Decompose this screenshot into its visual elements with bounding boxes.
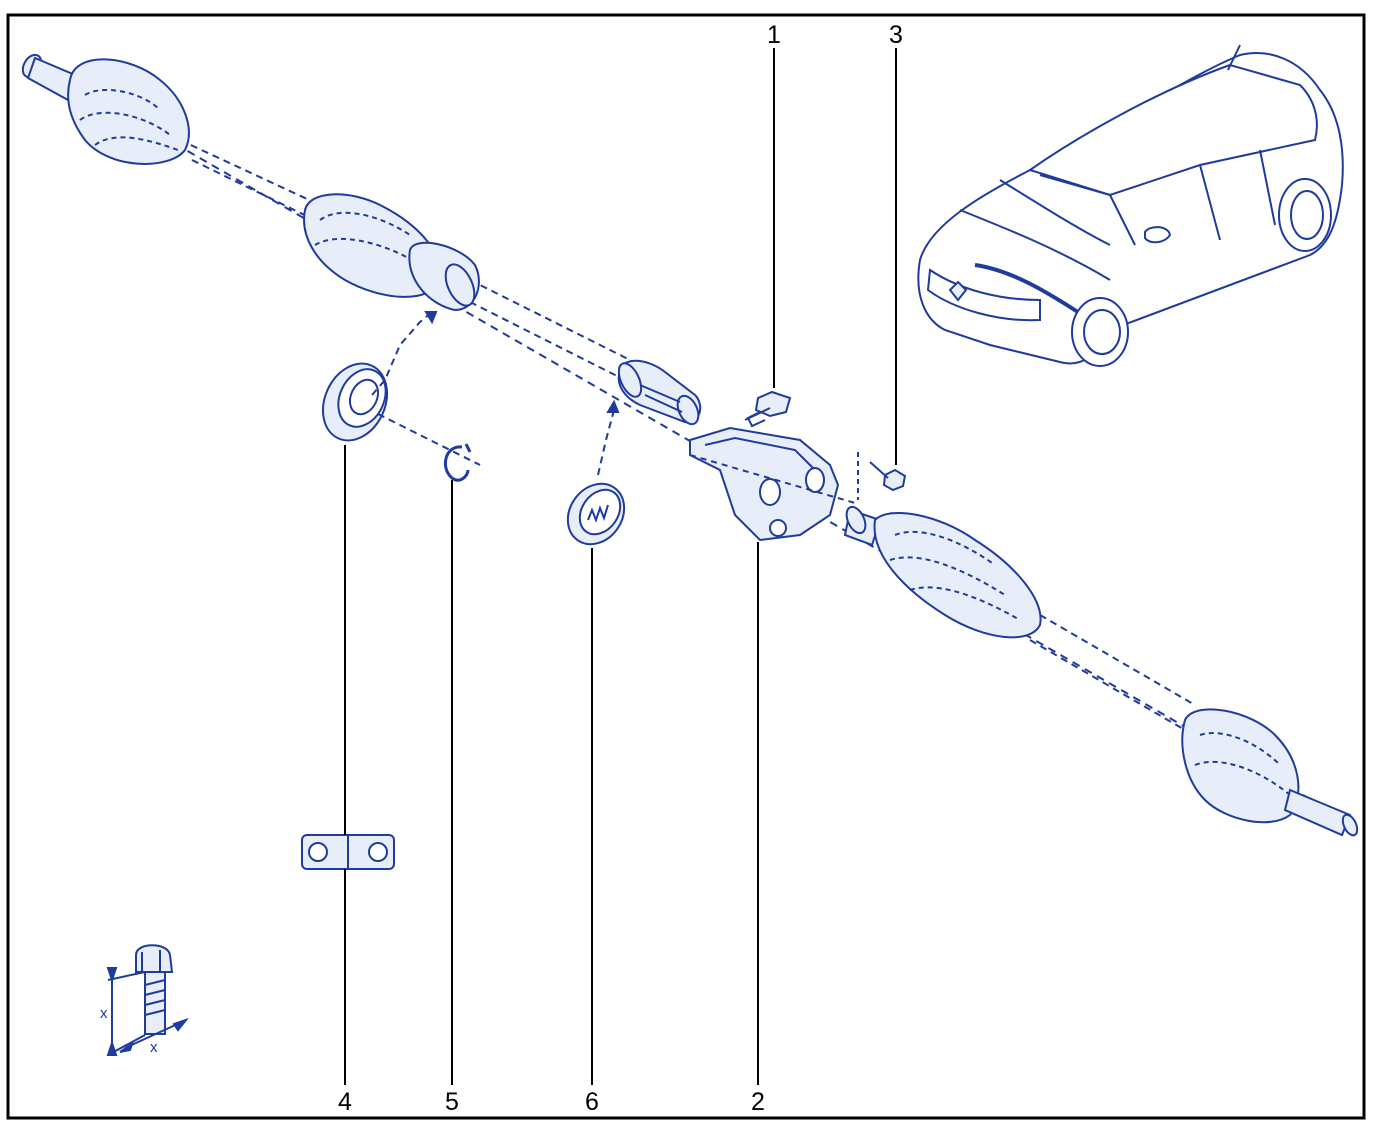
gear-ring-icon [566,399,626,546]
leader-lines [344,48,897,1085]
callout-3: 3 [889,21,903,49]
bolt-dim-vertical-label: x [100,1005,108,1022]
driveshaft-icon [21,53,1359,837]
car-icon [917,44,1344,367]
bolt-icon [744,390,792,428]
washer-plate-icon [301,834,395,870]
bolt-dimension-icon [106,944,189,1056]
bearing-icon [321,311,481,466]
bracket-icon [689,426,856,542]
callout-2: 2 [751,1088,765,1116]
bolt-icon [857,452,907,500]
callout-5: 5 [445,1088,459,1116]
bolt-dim-horizontal-label: x [150,1039,158,1056]
callout-1: 1 [767,21,781,49]
diagram-frame [6,13,1366,1120]
circlip-icon [443,443,472,482]
callout-6: 6 [585,1088,599,1116]
callout-4: 4 [338,1088,352,1116]
